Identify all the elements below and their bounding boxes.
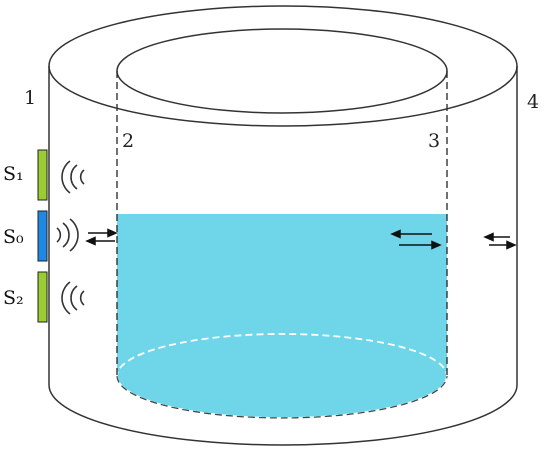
sensor-s2-label: S₂: [3, 287, 24, 309]
outer-bottom-arc: [48, 384, 518, 446]
sensor-s1-label: S₁: [3, 163, 24, 185]
sensor-s2-bar: [37, 271, 48, 323]
sensor-s0-label: S₀: [3, 226, 24, 248]
wave-emit-icon: [56, 218, 79, 252]
double-arrow-icon: [483, 232, 517, 250]
sensor-s1: S₁: [3, 149, 48, 201]
double-arrow-icon: [390, 229, 442, 250]
sensor-s0-bar: [37, 210, 48, 262]
label-wall-3: 3: [428, 130, 440, 152]
sensor-s2: S₂: [3, 271, 48, 323]
sensor-s1-bar: [37, 149, 48, 201]
sensor-s0: S₀: [3, 210, 48, 262]
label-wall-4: 4: [527, 91, 539, 113]
label-wall-2: 2: [122, 130, 134, 152]
wave-receive-icon: [61, 160, 85, 194]
inner-top-rim: [116, 28, 448, 114]
wave-receive-icon: [61, 281, 85, 315]
label-wall-1: 1: [24, 87, 36, 109]
double-arrow-icon: [85, 228, 118, 246]
liquid-bottom-outline: [116, 375, 448, 419]
liquid-body: [117, 214, 447, 418]
